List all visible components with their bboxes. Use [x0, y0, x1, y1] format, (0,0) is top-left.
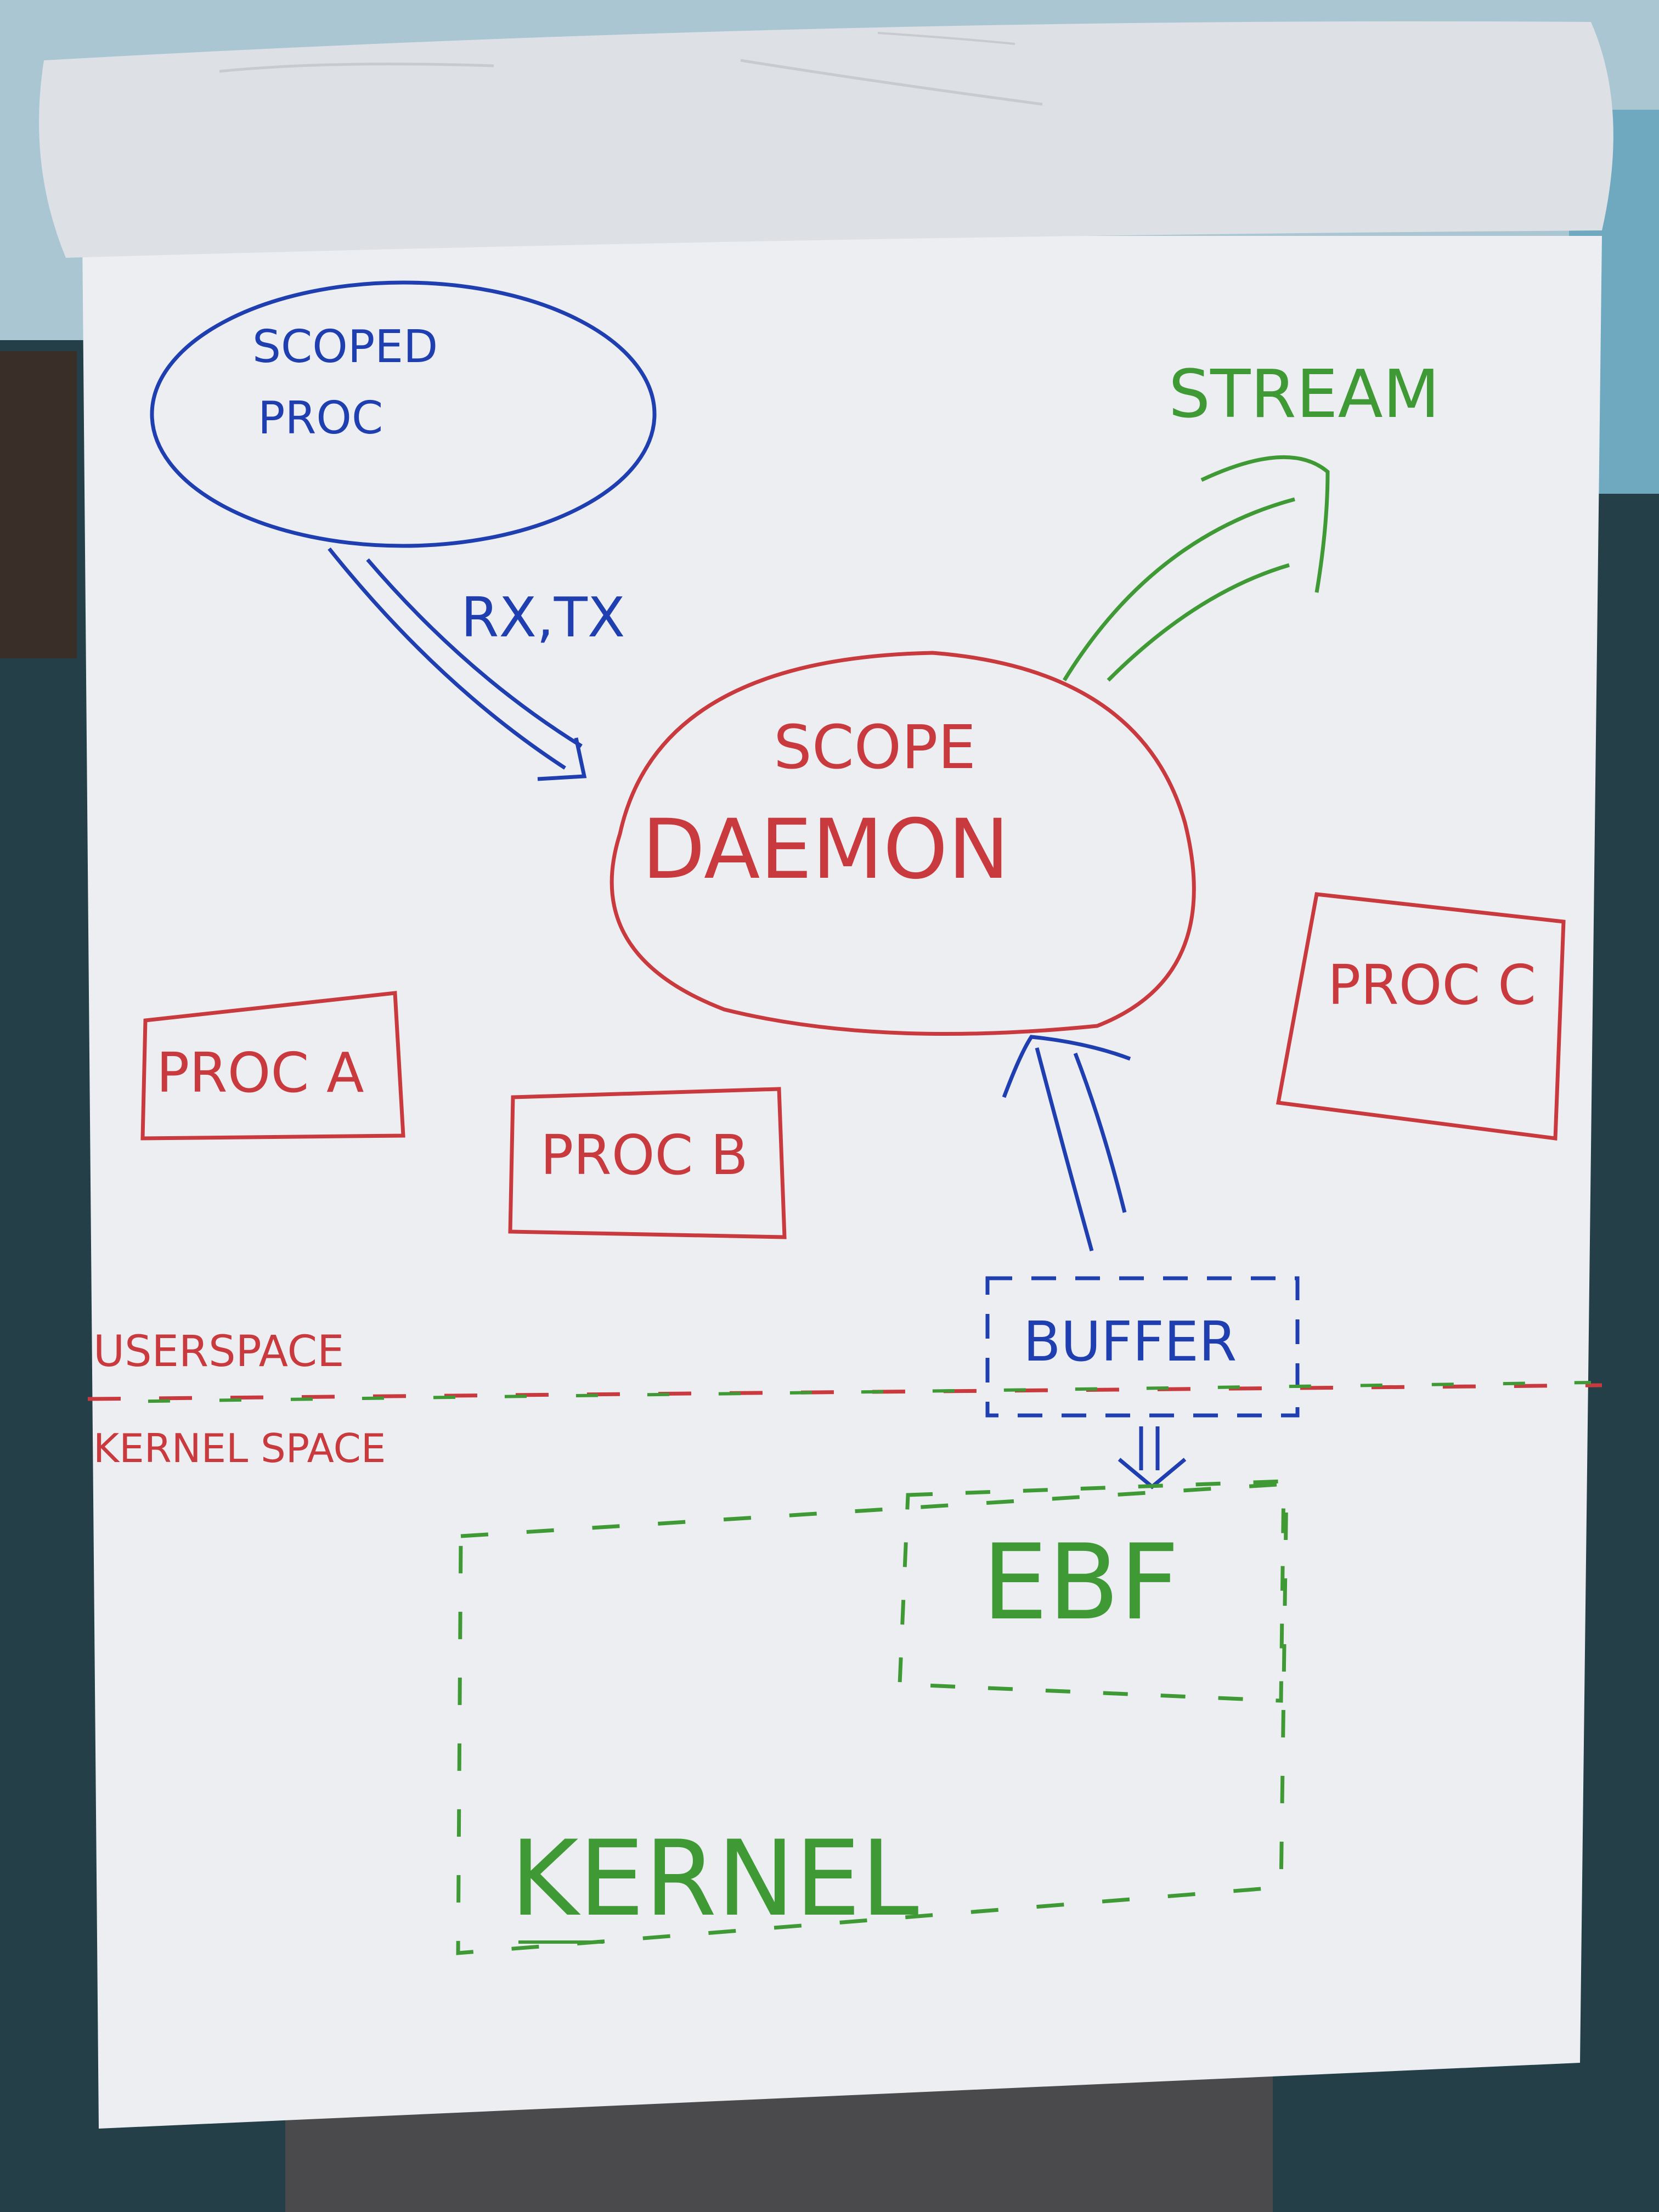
proc-a-box	[140, 991, 405, 1141]
buffer-arrowhead	[1002, 1035, 1131, 1098]
kernel-box	[456, 1482, 1289, 1955]
proc-a-label: PROC A	[156, 1041, 364, 1105]
ebf-label: EBF	[982, 1522, 1180, 1643]
buffer-arrow-line2	[1073, 1052, 1127, 1213]
proc-c-label: PROC C	[1328, 953, 1536, 1017]
scoped-proc-label-line2: PROC	[258, 392, 383, 444]
rx-tx-label: RX,TX	[461, 585, 625, 650]
proc-b-box	[508, 1087, 787, 1239]
paper-sheet	[82, 236, 1602, 2129]
kernel-space-label: KERNEL SPACE	[93, 1425, 386, 1471]
rx-tx-arrowhead	[537, 737, 587, 781]
rx-tx-arrow-line1	[328, 547, 566, 770]
scope-daemon-label-line2: DAEMON	[642, 802, 1009, 898]
flipchart-roll	[39, 21, 1613, 258]
ebf-box	[898, 1479, 1286, 1703]
scope-daemon-label-line1: SCOPE	[774, 712, 976, 782]
buffer-arrow-line1	[1035, 1047, 1094, 1251]
userspace-label: USERSPACE	[93, 1327, 344, 1376]
scoped-proc-label-line1: SCOPED	[252, 321, 438, 373]
scoped-proc-ellipse	[150, 280, 657, 548]
scope-daemon-blob	[610, 651, 1196, 1036]
proc-b-label: PROC B	[540, 1123, 748, 1187]
rx-tx-arrow-line2	[366, 558, 583, 748]
buffer-box	[985, 1276, 1300, 1418]
stream-label: STREAM	[1169, 357, 1440, 433]
kernel-label: KERNEL	[510, 1818, 919, 1939]
stream-arrowhead	[1200, 455, 1330, 593]
proc-c-box	[1276, 892, 1566, 1141]
buffer-label: BUFFER	[1023, 1310, 1237, 1374]
left-furniture	[0, 351, 77, 658]
stream-arrow-line2	[1107, 563, 1290, 682]
stream-arrow-line1	[1063, 497, 1295, 681]
